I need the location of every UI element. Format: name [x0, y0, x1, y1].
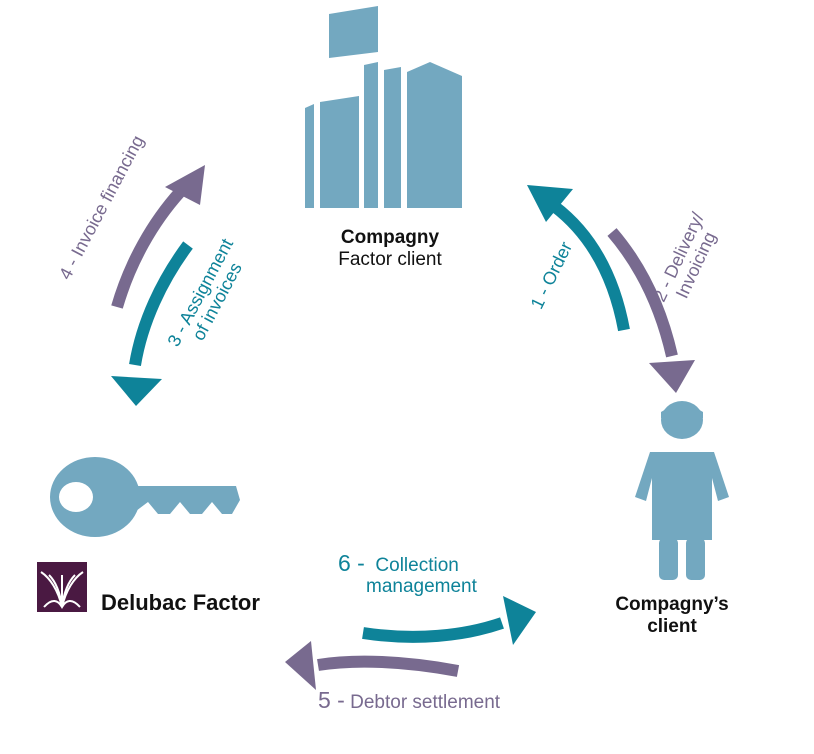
person-icon [635, 401, 729, 580]
step-6-label: 6 - Collection management [338, 551, 477, 597]
arrow-6-collection [362, 596, 536, 645]
step-5-number: 5 - [318, 687, 345, 713]
factor-name: Delubac Factor [101, 590, 260, 615]
key-icon [50, 457, 240, 537]
step-5-label: 5 - Debtor settlement [318, 688, 500, 714]
arrow-4-financing [111, 165, 205, 309]
step-6-text-line1: Collection [375, 555, 459, 576]
step-6-text-line2: management [366, 575, 477, 597]
company-name: Compagny [340, 227, 440, 248]
arrow-1-order [527, 185, 630, 332]
delubac-logo-icon [37, 562, 87, 612]
client-name-line1: Compagny’s [615, 594, 729, 615]
step-6-number: 6 - [338, 550, 365, 576]
client-name-line2: client [647, 616, 697, 637]
arrow-2-delivery [607, 228, 695, 393]
company-role: Factor client [338, 249, 442, 270]
step-5-text: Debtor settlement [350, 692, 501, 713]
arrow-5-settlement [285, 641, 460, 690]
arrow-3-assignment [111, 241, 193, 406]
building-icon [305, 6, 462, 208]
